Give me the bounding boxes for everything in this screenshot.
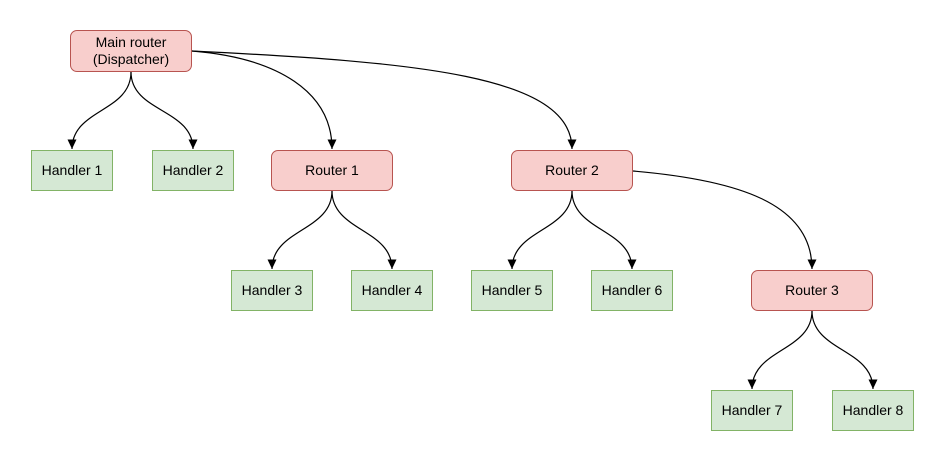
edge-router-2-to-handler-5 bbox=[507, 190, 573, 270]
node-router-1: Router 1 bbox=[271, 150, 393, 191]
node-handler-1: Handler 1 bbox=[31, 150, 113, 191]
edge-router-1-to-handler-4 bbox=[331, 190, 397, 270]
edge-router-3-to-handler-8 bbox=[811, 310, 878, 390]
node-handler-3: Handler 3 bbox=[231, 270, 313, 311]
edge-main-router-to-handler-1 bbox=[67, 71, 132, 150]
edge-main-router-to-handler-2 bbox=[130, 71, 198, 150]
edge-router-2-to-router-3 bbox=[632, 170, 817, 270]
node-handler-4: Handler 4 bbox=[351, 270, 433, 311]
node-main-router: Main router (Dispatcher) bbox=[70, 30, 192, 72]
node-router-3: Router 3 bbox=[751, 270, 873, 311]
edge-main-router-to-router-2 bbox=[191, 50, 577, 150]
node-router-2: Router 2 bbox=[511, 150, 633, 191]
node-handler-7: Handler 7 bbox=[711, 390, 793, 431]
edge-main-router-to-router-1 bbox=[191, 50, 337, 150]
node-handler-8: Handler 8 bbox=[832, 390, 914, 431]
node-handler-6: Handler 6 bbox=[591, 270, 673, 311]
edge-router-3-to-handler-7 bbox=[747, 310, 813, 390]
node-handler-2: Handler 2 bbox=[152, 150, 234, 191]
edge-router-2-to-handler-6 bbox=[571, 190, 637, 270]
edge-router-1-to-handler-3 bbox=[267, 190, 333, 270]
node-handler-5: Handler 5 bbox=[471, 270, 553, 311]
